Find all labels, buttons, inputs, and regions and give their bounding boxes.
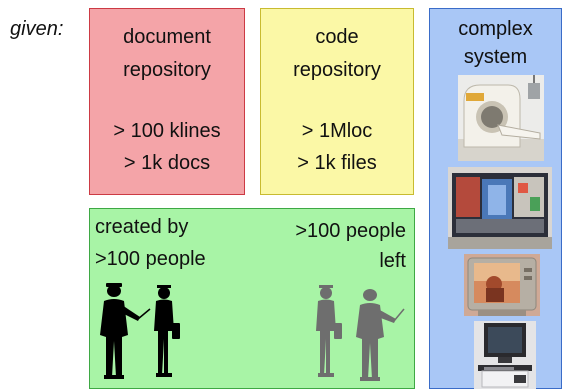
created-by-count: >100 people: [95, 248, 206, 270]
people-left-count: >100 people: [295, 220, 406, 242]
code-repository-title-line1: code: [315, 26, 359, 48]
document-repository-docs-stat: > 1k docs: [123, 152, 211, 174]
people-box: created by >100 people >100 people left: [89, 208, 415, 389]
lithography-machine-image: [448, 167, 552, 249]
people-left-label: left: [379, 250, 406, 272]
document-repository-box: document repository > 100 klines > 1k do…: [89, 8, 245, 195]
television-image: [464, 254, 540, 316]
document-repository-title-line2: repository: [123, 59, 211, 81]
document-repository-lines-stat: > 100 klines: [113, 120, 221, 142]
creators-silhouette-icon: [100, 283, 180, 379]
departed-people-silhouette-icon: [316, 285, 405, 381]
complex-system-title-line2: system: [463, 46, 528, 68]
workstation-image: [474, 321, 536, 389]
code-repository-title-line2: repository: [293, 59, 381, 81]
created-by-label: created by: [95, 216, 189, 238]
code-repository-files-stat: > 1k files: [297, 152, 377, 174]
complex-system-box: complex system: [429, 8, 562, 389]
document-repository-title-line1: document: [123, 26, 211, 48]
mri-scanner-image: [458, 75, 544, 161]
complex-system-title-line1: complex: [458, 18, 533, 40]
code-repository-loc-stat: > 1Mloc: [301, 120, 373, 142]
given-label: given:: [10, 18, 64, 40]
code-repository-box: code repository > 1Mloc > 1k files: [260, 8, 414, 195]
